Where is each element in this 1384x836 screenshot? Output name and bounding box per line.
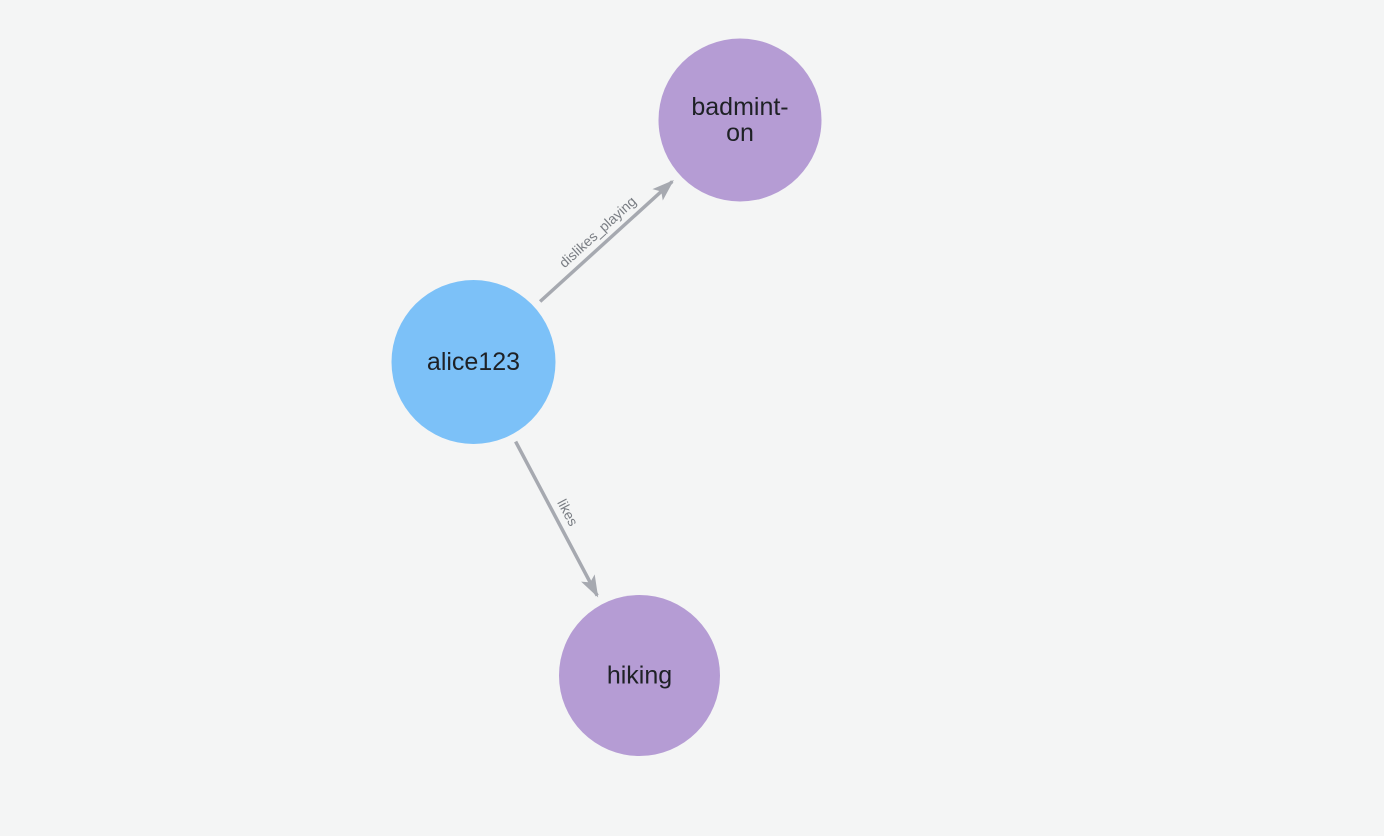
edge-likes-line[interactable] — [514, 440, 599, 598]
node-alice123[interactable] — [391, 280, 556, 444]
node-hiking[interactable] — [559, 595, 720, 756]
node-badminton[interactable] — [658, 38, 822, 202]
edge-dislikes_playing-line[interactable] — [538, 180, 674, 303]
edge-dislikes_playing-label: dislikes_playing — [556, 193, 639, 271]
